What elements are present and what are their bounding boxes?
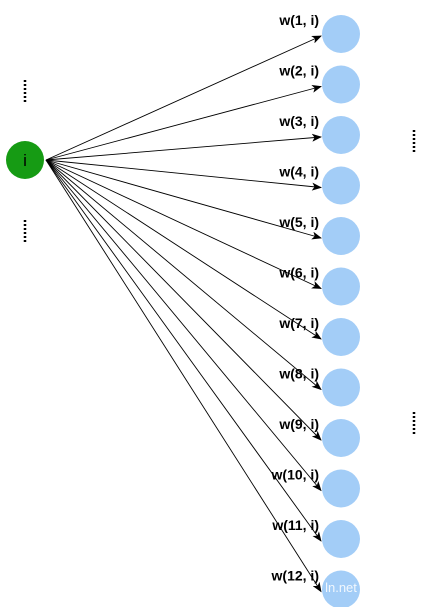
target-node-10 — [322, 469, 360, 508]
source-node: i — [6, 141, 44, 179]
edge-label-3: w(3, i) — [278, 113, 319, 129]
edge-label-9: w(9, i) — [278, 416, 319, 432]
edge-label-7: w(7, i) — [278, 315, 319, 331]
edge-label-8: w(8, i) — [278, 366, 319, 382]
source-node-label: i — [23, 151, 27, 170]
edge-arrow-2 — [45, 84, 322, 161]
target-node-4 — [322, 166, 360, 205]
edge-arrow-12 — [45, 159, 322, 593]
edge-label-6: w(6, i) — [278, 265, 319, 281]
watermark: ln.net — [325, 580, 357, 595]
target-node-5 — [322, 217, 360, 255]
target-node-3 — [322, 116, 360, 154]
target-node-12 — [322, 570, 360, 607]
edge-label-4: w(4, i) — [278, 164, 319, 180]
edges-layer — [45, 35, 322, 593]
target-node-9 — [322, 419, 360, 457]
edge-label-12: w(12, i) — [271, 568, 319, 584]
edge-label-11: w(11, i) — [271, 517, 319, 533]
edge-label-2: w(2, i) — [278, 63, 319, 79]
edge-arrow-11 — [45, 159, 322, 542]
edge-arrow-1 — [45, 35, 322, 161]
edge-arrow-6 — [45, 159, 322, 289]
targets-layer — [322, 15, 360, 607]
target-node-2 — [322, 65, 360, 104]
edge-label-10: w(10, i) — [271, 467, 319, 483]
target-node-6 — [322, 267, 360, 306]
target-node-8 — [322, 368, 360, 407]
edge-labels-layer: w(1, i) w(2, i) w(3, i) w(4, i) w(5, i) w(6, … — [271, 12, 319, 584]
target-node-1 — [322, 15, 360, 53]
edge-arrow-5 — [45, 159, 322, 240]
edge-arrow-8 — [45, 159, 322, 391]
edge-arrow-9 — [45, 159, 322, 441]
edge-arrow-4 — [45, 159, 322, 191]
target-node-11 — [322, 520, 360, 558]
edge-arrow-3 — [45, 133, 322, 161]
edge-arrow-10 — [45, 159, 322, 492]
target-node-7 — [322, 318, 360, 356]
edge-label-5: w(5, i) — [278, 214, 319, 230]
edge-arrow-7 — [45, 159, 322, 340]
edge-label-1: w(1, i) — [278, 12, 319, 28]
